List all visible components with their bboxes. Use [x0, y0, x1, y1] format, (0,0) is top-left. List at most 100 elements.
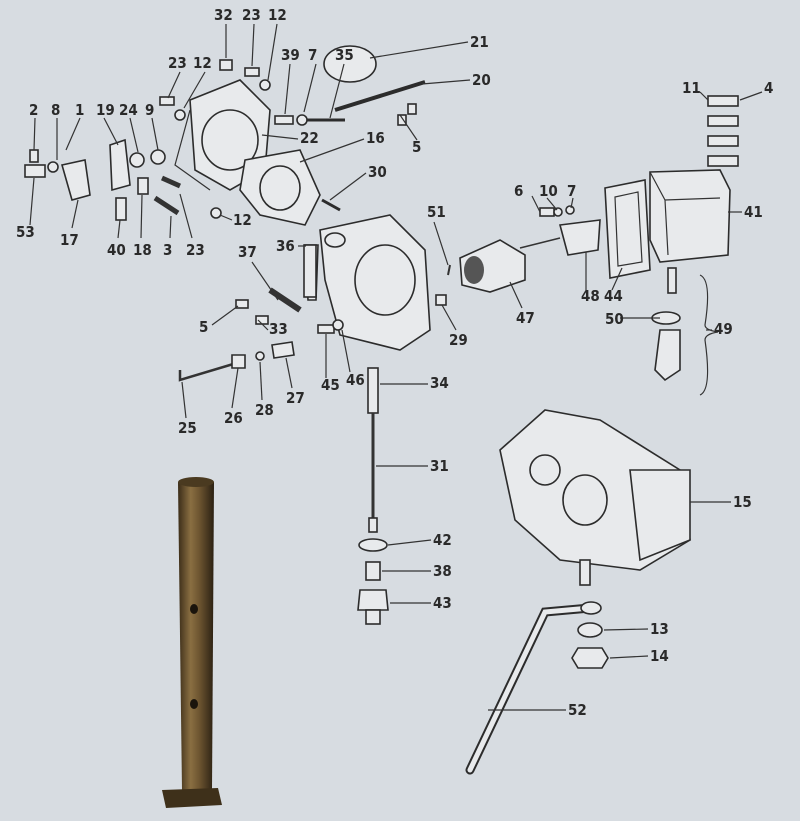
leader-line — [261, 134, 299, 140]
part-label-24: 24 — [119, 101, 138, 119]
part-label-23: 23 — [186, 241, 205, 259]
part-label-43: 43 — [433, 594, 452, 612]
screws-4 — [707, 95, 739, 167]
part-label-12: 12 — [268, 6, 287, 24]
part-label-8: 8 — [51, 101, 60, 119]
part-label-17: 17 — [60, 231, 79, 249]
leader-lines — [29, 23, 763, 711]
leader-line — [267, 23, 278, 81]
part-label-23: 23 — [242, 6, 261, 24]
small-parts-middle — [178, 103, 575, 382]
leader-line — [29, 177, 35, 226]
float-bowl-41 — [649, 169, 731, 263]
part-label-42: 42 — [433, 531, 452, 549]
part-label-51: 51 — [427, 203, 446, 221]
part-label-18: 18 — [133, 241, 152, 259]
part-label-49: 49 — [714, 320, 733, 338]
part-label-27: 27 — [286, 389, 305, 407]
part-label-30: 30 — [368, 163, 387, 181]
part-label-47: 47 — [516, 309, 535, 327]
part-label-45: 45 — [321, 376, 340, 394]
leader-line — [399, 114, 418, 141]
part-label-10: 10 — [539, 182, 558, 200]
part-label-4: 4 — [764, 79, 773, 97]
part-label-37: 37 — [238, 243, 257, 261]
part-label-9: 9 — [145, 101, 154, 119]
part-label-12: 12 — [193, 54, 212, 72]
part-label-40: 40 — [107, 241, 126, 259]
leader-line — [303, 63, 317, 113]
leader-line — [284, 63, 291, 115]
leader-line — [219, 214, 233, 221]
leader-line — [129, 117, 139, 153]
leader-line — [117, 219, 121, 239]
part-label-35: 35 — [335, 46, 354, 64]
leader-line — [329, 63, 345, 119]
part-label-16: 16 — [366, 129, 385, 147]
part-label-50: 50 — [605, 310, 624, 328]
leader-line — [169, 215, 172, 239]
part-label-39: 39 — [281, 46, 300, 64]
part-label-26: 26 — [224, 409, 243, 427]
leader-line — [509, 281, 523, 309]
part-label-53: 53 — [16, 223, 35, 241]
part-label-11: 11 — [682, 79, 701, 97]
parts-drawings — [24, 45, 739, 808]
leader-line — [259, 361, 263, 401]
part-label-41: 41 — [744, 203, 763, 221]
brass-tube-photo — [162, 477, 222, 808]
leader-line — [71, 199, 79, 229]
part-label-29: 29 — [449, 331, 468, 349]
part-label-5: 5 — [199, 318, 208, 336]
leader-line — [251, 261, 279, 301]
leader-line — [151, 117, 159, 151]
leader-line — [387, 539, 432, 546]
leader-line — [441, 304, 457, 331]
leader-line — [179, 193, 193, 239]
leader-line — [33, 117, 36, 151]
leader-line — [231, 367, 239, 409]
part-label-13: 13 — [650, 620, 669, 638]
part-label-31: 31 — [430, 457, 449, 475]
part-label-14: 14 — [650, 647, 669, 665]
part-label-7: 7 — [308, 46, 317, 64]
part-label-33: 33 — [269, 320, 288, 338]
carburetor-assembled-15 — [499, 409, 691, 586]
part-label-6: 6 — [514, 182, 523, 200]
leader-line — [140, 194, 143, 239]
leader-line — [329, 172, 367, 201]
leader-line — [285, 357, 293, 389]
leader-line — [546, 197, 558, 211]
leader-line — [421, 79, 471, 85]
small-parts-left — [24, 59, 308, 221]
leader-line — [103, 117, 119, 146]
leader-line — [603, 628, 649, 631]
part-label-12: 12 — [233, 211, 252, 229]
leader-line — [65, 117, 81, 151]
part-label-22: 22 — [300, 129, 319, 147]
leader-line — [211, 305, 239, 326]
part-label-7: 7 — [567, 182, 576, 200]
leader-line — [369, 41, 469, 59]
part-label-36: 36 — [276, 237, 295, 255]
leader-line — [433, 221, 449, 266]
leader-line — [299, 138, 365, 163]
leader-line — [739, 91, 763, 101]
part-label-5: 5 — [412, 138, 421, 156]
leader-line — [570, 197, 574, 209]
bracket-52 — [465, 603, 595, 775]
part-label-1: 1 — [75, 101, 84, 119]
part-label-46: 46 — [346, 371, 365, 389]
leader-line — [341, 329, 351, 373]
leader-line — [183, 71, 206, 109]
part-label-19: 19 — [96, 101, 115, 119]
part-label-28: 28 — [255, 401, 274, 419]
part-label-20: 20 — [472, 71, 491, 89]
shaft-20 — [334, 80, 426, 112]
leader-line — [699, 91, 709, 101]
part-label-52: 52 — [568, 701, 587, 719]
leader-line — [531, 195, 541, 213]
leader-line — [167, 71, 181, 99]
